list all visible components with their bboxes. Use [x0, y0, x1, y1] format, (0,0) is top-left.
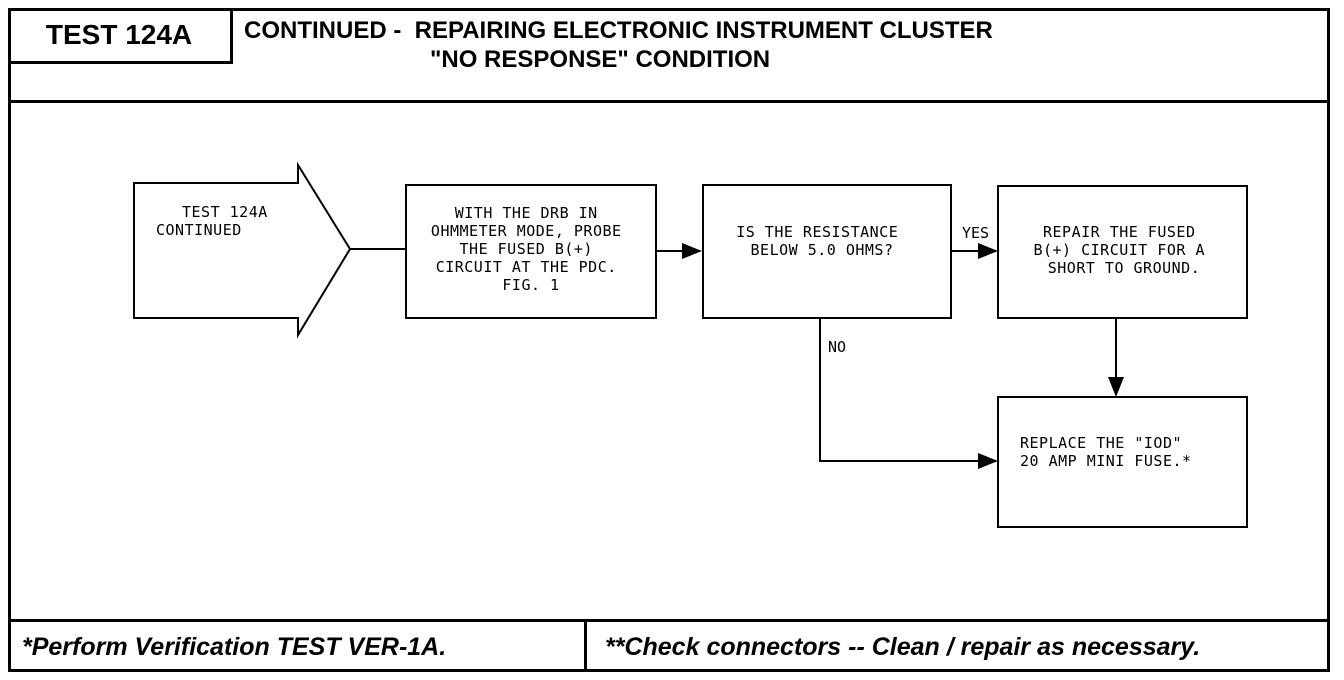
- footer-divider-horizontal: [8, 619, 1330, 622]
- title-line-1: CONTINUED - REPAIRING ELECTRONIC INSTRUM…: [244, 17, 993, 44]
- step-probe-line-3: THE FUSED B(+): [460, 240, 593, 258]
- test-id-label: TEST 124A: [8, 8, 233, 64]
- step-probe-line-1: WITH THE DRB IN: [455, 204, 598, 222]
- replace-line-2: 20 AMP MINI FUSE.*: [1020, 452, 1192, 470]
- start-arrow-line-1: TEST 124A: [182, 203, 268, 221]
- page-title: CONTINUED - REPAIRING ELECTRONIC INSTRUM…: [244, 16, 1324, 74]
- header-divider: [8, 100, 1330, 103]
- connector-no: [819, 318, 998, 469]
- decision-resistance-box: [702, 184, 952, 319]
- step-probe-text: WITH THE DRB IN OHMMETER MODE, PROBE THE…: [431, 204, 631, 294]
- step-probe-box: [405, 184, 657, 319]
- step-probe-line-5: FIG. 1: [502, 276, 559, 294]
- step-probe-line-4: CIRCUIT AT THE PDC.: [436, 258, 617, 276]
- decision-line-2: BELOW 5.0 OHMS?: [751, 241, 894, 259]
- label-yes: YES: [962, 224, 989, 242]
- action-replace-box: [997, 396, 1248, 528]
- start-arrow-shape: [133, 161, 352, 339]
- start-arrow-line-2: CONTINUED: [156, 221, 242, 239]
- label-no: NO: [828, 338, 846, 356]
- footer-note-verification: *Perform Verification TEST VER-1A.: [22, 632, 447, 661]
- action-repair-text: REPAIR THE FUSED B(+) CIRCUIT FOR A SHOR…: [1033, 223, 1214, 277]
- action-repair-box: [997, 185, 1248, 319]
- decision-resistance-text: IS THE RESISTANCE BELOW 5.0 OHMS?: [736, 223, 908, 259]
- repair-line-3: SHORT TO GROUND.: [1048, 259, 1201, 277]
- footer-note-connectors: **Check connectors -- Clean / repair as …: [605, 632, 1201, 661]
- footer-divider-vertical: [584, 621, 587, 672]
- start-arrow-text: TEST 124A CONTINUED: [156, 203, 277, 239]
- title-line-2: "NO RESPONSE" CONDITION: [430, 46, 771, 73]
- action-replace-text: REPLACE THE "IOD" 20 AMP MINI FUSE.*: [1020, 434, 1192, 470]
- page-frame: [8, 8, 1330, 672]
- repair-line-1: REPAIR THE FUSED: [1043, 223, 1196, 241]
- step-probe-line-2: OHMMETER MODE, PROBE: [431, 222, 622, 240]
- decision-line-1: IS THE RESISTANCE: [736, 223, 898, 241]
- repair-line-2: B(+) CIRCUIT FOR A: [1033, 241, 1205, 259]
- replace-line-1: REPLACE THE "IOD": [1020, 434, 1182, 452]
